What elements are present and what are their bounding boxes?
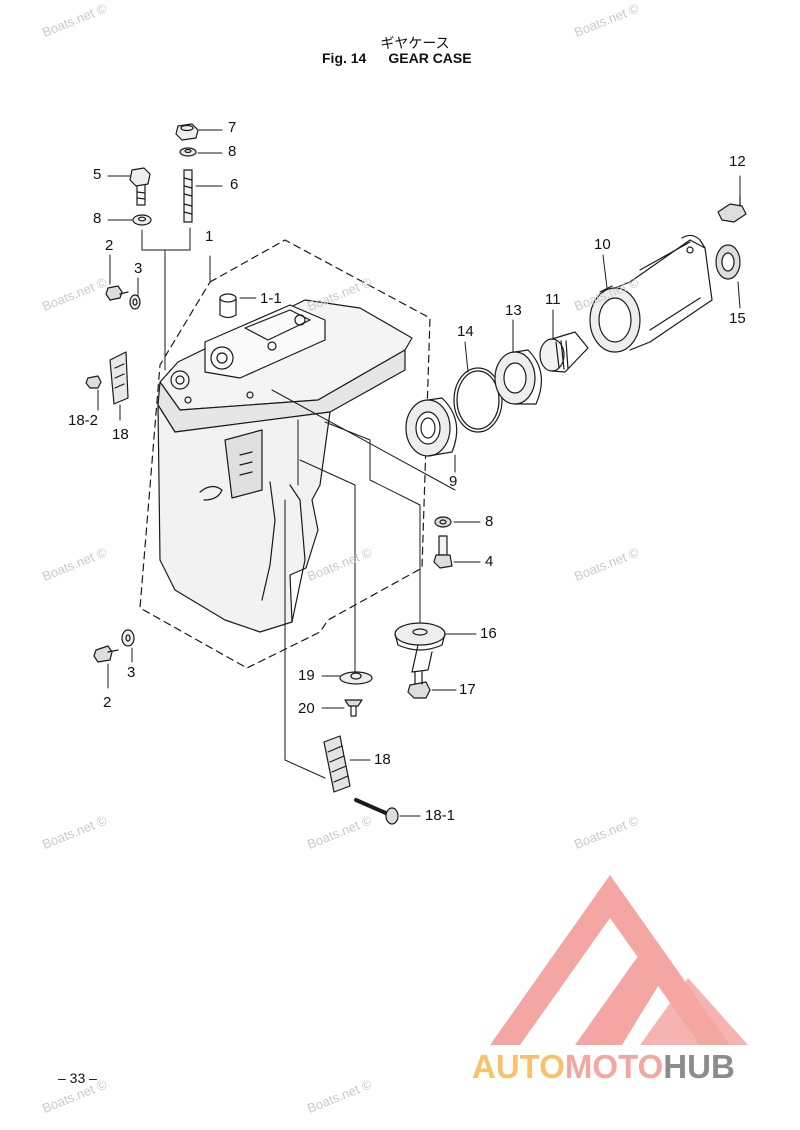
washer-part-3-top xyxy=(129,294,141,310)
bolt-part-17 xyxy=(407,671,431,699)
title-japanese: ギヤケース xyxy=(380,36,450,52)
callout-19: 19 xyxy=(298,667,315,684)
shaft-holder-part-10 xyxy=(589,234,713,353)
o-ring-part-14 xyxy=(453,367,503,433)
washer-part-8-top xyxy=(179,147,197,157)
bearing-part-9 xyxy=(405,397,458,457)
callout-15: 15 xyxy=(729,310,746,327)
callout-8: 8 xyxy=(485,513,494,530)
callout-20: 20 xyxy=(298,700,315,717)
page-number: – 33 – xyxy=(58,1070,97,1086)
screw-part-20 xyxy=(344,699,363,717)
bolt-part-18-1 xyxy=(354,798,399,825)
callout-2: 2 xyxy=(105,237,114,254)
callout-3: 3 xyxy=(127,664,136,681)
callout-7: 7 xyxy=(228,119,237,136)
figure-name: GEAR CASE xyxy=(388,50,472,66)
figure-number: Fig. 14 xyxy=(322,50,367,66)
washer-part-3-bottom xyxy=(121,629,135,647)
callout-1-1: 1-1 xyxy=(260,290,282,307)
stud-part-6 xyxy=(183,169,193,223)
callout-1: 1 xyxy=(205,228,214,245)
logo-part-moto: MOTO xyxy=(564,1048,664,1085)
automotohub-logo-text: AUTOMOTOHUB xyxy=(472,1048,735,1086)
bolt-part-18-2 xyxy=(85,375,102,389)
washer-part-8-right xyxy=(434,516,452,528)
callout-14: 14 xyxy=(457,323,474,340)
nut-part-7 xyxy=(175,123,199,141)
callout-10: 10 xyxy=(594,236,611,253)
assembly-boundary-dashed xyxy=(139,239,431,669)
bolt-part-2-top xyxy=(105,285,129,301)
bolt-part-4 xyxy=(433,535,453,569)
bearing-part-13 xyxy=(494,349,543,405)
callout-4: 4 xyxy=(485,553,494,570)
bolt-part-5 xyxy=(129,167,151,206)
callout-18-1: 18-1 xyxy=(425,807,456,824)
oil-seal-part-15 xyxy=(715,244,741,280)
anode-part-18-lower xyxy=(323,735,351,793)
needle-bearing-part-11 xyxy=(539,331,589,373)
callout-6: 6 xyxy=(230,176,239,193)
callout-8: 8 xyxy=(228,143,237,160)
gear-case-body xyxy=(157,299,413,633)
dowel-pin-part-1-1 xyxy=(219,293,237,319)
plug-part-12 xyxy=(717,195,747,223)
callout-18: 18 xyxy=(112,426,129,443)
washer-part-19 xyxy=(339,671,373,685)
callout-16: 16 xyxy=(480,625,497,642)
callout-11: 11 xyxy=(545,291,561,308)
callout-18: 18 xyxy=(374,751,391,768)
figure-title: Fig. 14 GEAR CASE xyxy=(322,50,494,66)
callout-13: 13 xyxy=(505,302,522,319)
callout-9: 9 xyxy=(449,473,458,490)
logo-part-auto: AUTO xyxy=(472,1048,565,1085)
automotohub-logo-mark xyxy=(490,875,748,1045)
bolt-part-2-bottom xyxy=(93,645,119,663)
callout-2: 2 xyxy=(103,694,112,711)
callout-8: 8 xyxy=(93,210,102,227)
callout-3: 3 xyxy=(134,260,143,277)
callout-12: 12 xyxy=(729,153,746,170)
callout-18-2: 18-2 xyxy=(68,412,99,429)
callout-5: 5 xyxy=(93,166,102,183)
logo-part-hub: HUB xyxy=(663,1048,735,1085)
callout-17: 17 xyxy=(459,681,476,698)
washer-part-8-left xyxy=(132,214,152,226)
anode-part-18-upper xyxy=(109,351,129,405)
anode-part-16 xyxy=(394,622,446,673)
